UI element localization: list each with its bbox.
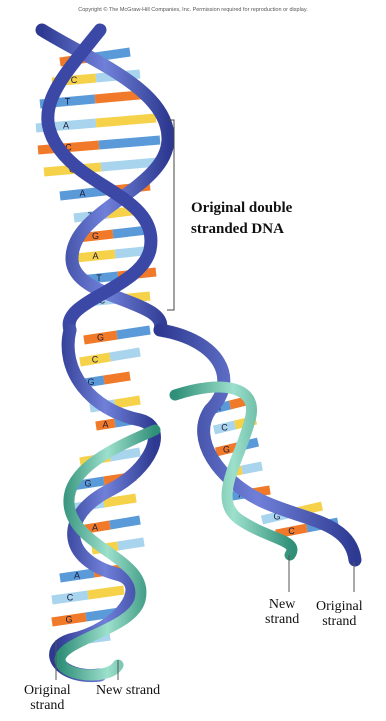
base-letter: A [92,523,98,533]
base-letter: C [67,593,74,603]
base-letter: A [63,121,69,131]
base-letter: A [79,189,85,199]
helix-title: Original double stranded DNA [191,198,292,240]
base-half [104,376,130,380]
base-half [242,466,262,470]
base-letter: G [223,445,230,455]
base-letter: C [288,526,295,536]
label-original-strand-right: Original strand [316,599,363,629]
base-letter: C [221,423,228,433]
base-letter: A [102,420,108,430]
base-letter: C [71,75,78,85]
base-half [88,590,124,595]
title-line-1: Original double [191,198,292,219]
base-half [110,520,140,525]
base-half [117,330,150,335]
base-half [115,400,140,404]
base-letter: G [97,333,104,343]
label-line: Original [316,599,363,614]
title-line-2: stranded DNA [191,219,292,240]
base-letter: A [92,251,98,261]
label-new-strand-right: New strand [265,597,299,627]
base-half [110,352,140,357]
base-letter: G [84,479,91,489]
base-letter: C [92,355,99,365]
base-half [96,118,156,123]
base-half [118,542,144,546]
label-line: strand [316,614,363,629]
base-letter: G [65,615,72,625]
label-line: strand [24,698,71,713]
new-strand-right [175,387,292,555]
label-line: New [265,597,299,612]
label-line: strand [265,612,299,627]
base-letter: T [65,97,71,107]
base-letter: G [92,231,99,241]
label-new-strand-left: New strand [96,683,160,698]
label-original-strand-left: Original strand [24,683,71,713]
label-line: Original [24,683,71,698]
base-half [104,498,136,503]
base-half [99,140,160,145]
base-half [113,230,148,234]
base-letter: A [74,571,80,581]
